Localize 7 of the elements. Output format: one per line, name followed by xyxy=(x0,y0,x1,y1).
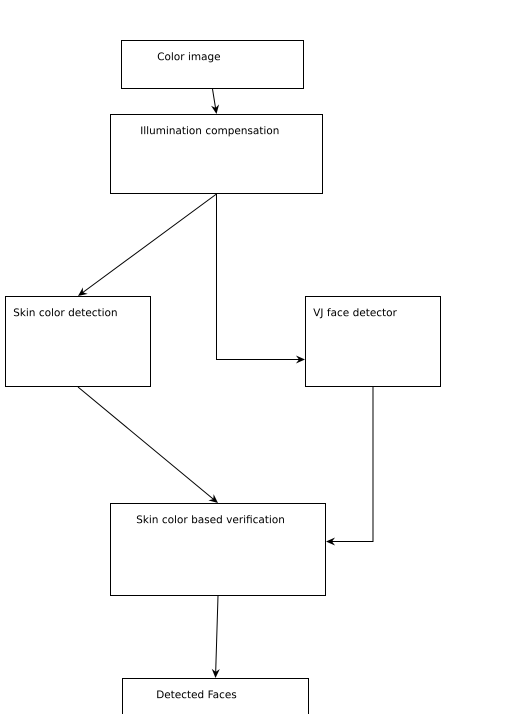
process-box: Color image xyxy=(121,40,304,89)
process-box: Skin color based verification xyxy=(110,503,326,596)
process-box: Skin color detection xyxy=(5,296,151,387)
process-box: VJ face detector xyxy=(305,296,441,387)
process-box: Detected Faces xyxy=(122,678,309,714)
arrow xyxy=(78,386,218,503)
process-box: Illumination compensation xyxy=(110,114,323,194)
